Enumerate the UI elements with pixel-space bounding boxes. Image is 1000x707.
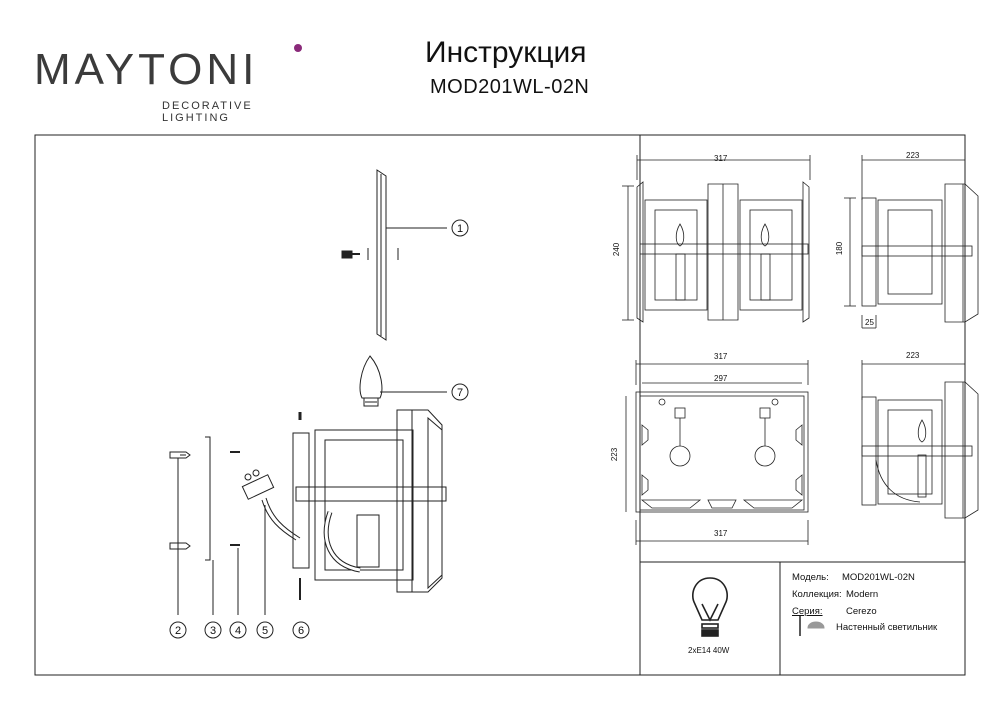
part-callouts bbox=[169, 219, 469, 639]
callout-label-7: 7 bbox=[457, 387, 463, 399]
dim-top-depth: 223 bbox=[610, 447, 620, 462]
callout-6 bbox=[292, 621, 310, 639]
info-type-value: Настенный светильник bbox=[836, 622, 938, 633]
info-collection-label: Коллекция: bbox=[792, 589, 842, 600]
callout-3 bbox=[204, 621, 222, 639]
brand-tagline: DECORATIVE LIGHTING bbox=[162, 100, 253, 124]
dim-side-height: 180 bbox=[835, 241, 845, 256]
logo-accent-dot bbox=[294, 44, 302, 52]
callout-2 bbox=[169, 621, 187, 639]
callout-label-2: 2 bbox=[175, 625, 181, 637]
callout-7 bbox=[451, 383, 469, 401]
top-view bbox=[625, 360, 809, 545]
callout-5 bbox=[256, 621, 274, 639]
mounting-hardware bbox=[169, 436, 301, 615]
dim-side-depth: 223 bbox=[906, 151, 920, 160]
dim-bottom-side-depth: 223 bbox=[906, 351, 920, 360]
wall-lamp-icon bbox=[799, 616, 825, 636]
dim-front-height: 240 bbox=[612, 242, 622, 257]
callout-label-6: 6 bbox=[298, 625, 304, 637]
callout-label-4: 4 bbox=[235, 625, 241, 637]
info-series-value: Cerezo bbox=[846, 606, 877, 617]
mounting-plate bbox=[341, 169, 447, 341]
drawing-frame bbox=[34, 134, 966, 676]
info-collection-value: Modern bbox=[846, 589, 879, 600]
bulb-drawing bbox=[359, 355, 447, 407]
dim-side-offset: 25 bbox=[865, 318, 874, 327]
callout-label-5: 5 bbox=[262, 625, 268, 637]
callout-label-1: 1 bbox=[457, 223, 463, 235]
front-view bbox=[622, 155, 811, 323]
bottom-side-view bbox=[861, 360, 979, 519]
dim-top-inner: 297 bbox=[714, 374, 728, 383]
callout-4 bbox=[229, 621, 247, 639]
lamp-spec: 2xE14 40W bbox=[688, 646, 730, 655]
callout-1 bbox=[451, 219, 469, 237]
info-series-label: Серия: bbox=[792, 606, 823, 617]
brand-logo: MAYTONI DECORATIVE LIGHTING bbox=[34, 42, 304, 124]
page-title: Инструкция bbox=[425, 36, 587, 69]
info-model-label: Модель: bbox=[792, 572, 829, 583]
info-model-value: MOD201WL-02N bbox=[842, 572, 915, 583]
dim-top-width: 317 bbox=[714, 352, 728, 361]
dim-front-width: 317 bbox=[714, 154, 728, 163]
lamp-body-exploded bbox=[292, 409, 447, 600]
dim-top-bottom: 317 bbox=[714, 529, 728, 538]
callout-label-3: 3 bbox=[210, 625, 216, 637]
model-number: MOD201WL-02N bbox=[430, 76, 590, 98]
side-view bbox=[844, 155, 979, 329]
bulb-icon bbox=[692, 577, 728, 637]
brand-name: MAYTONI bbox=[34, 45, 259, 94]
